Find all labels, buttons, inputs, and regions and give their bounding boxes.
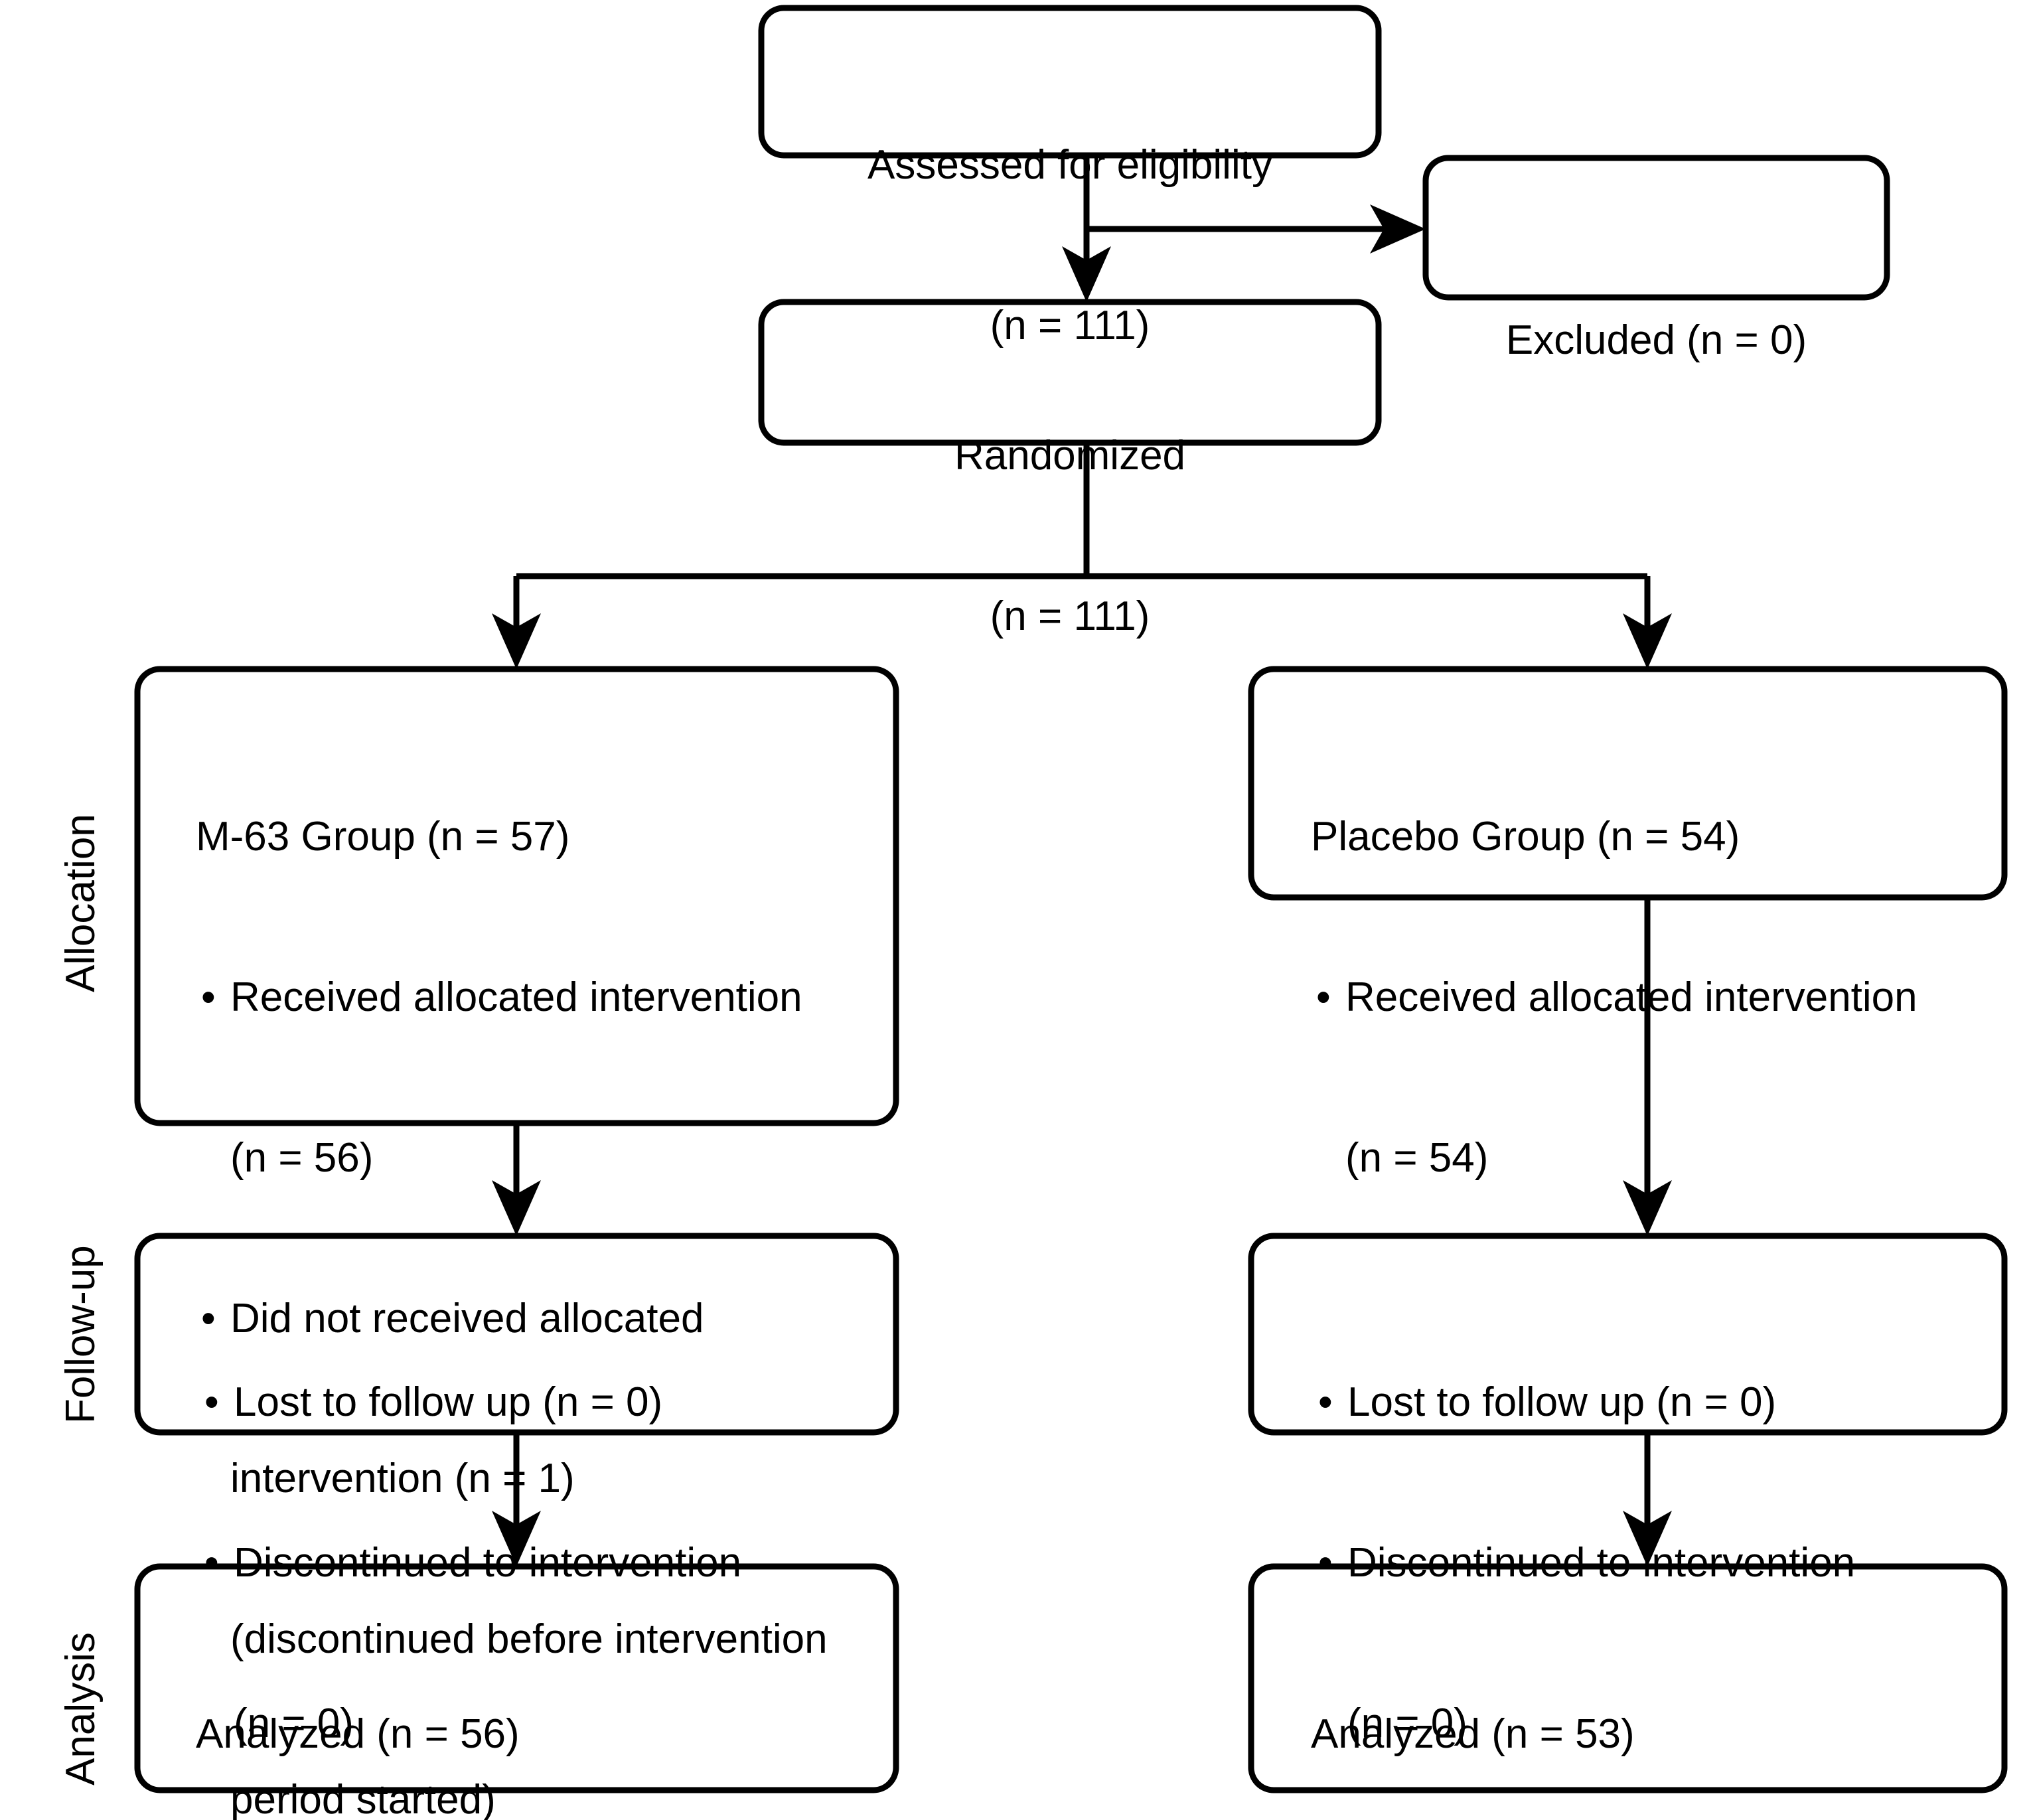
- assessed-line-2: (n = 111): [990, 302, 1150, 348]
- alloc-left-bullet-2-cont-2: (discontinued before intervention: [230, 1616, 828, 1663]
- box-excluded-text: Excluded (n = 0): [1426, 207, 1887, 475]
- follow-right-bullet-1: • Lost to follow up (n = 0): [1313, 1376, 1996, 1430]
- follow-right-bullet-2-cont: (n = 0): [1347, 1700, 1467, 1746]
- randomized-line-1: Randomized: [954, 433, 1186, 479]
- box-followup-right: [1248, 1233, 2008, 1436]
- bullet-icon: •: [1316, 974, 1331, 1020]
- randomized-line-2: (n = 111): [990, 593, 1150, 639]
- arrow-head-assessed-to-randomized: [1062, 246, 1111, 302]
- excluded-line-1: Excluded (n = 0): [1505, 317, 1807, 364]
- stage-label-analysis: Analysis: [58, 1632, 104, 1785]
- box-assessed-for-eligibility: [758, 5, 1382, 159]
- box-excluded: [1422, 155, 1890, 301]
- alloc-left-bullet-2-text: Did not received allocated: [230, 1295, 704, 1341]
- box-randomized: [758, 299, 1382, 446]
- alloc-right-bullet-1-cont: (n = 54): [1345, 1134, 1489, 1181]
- box-analysis-right: [1248, 1563, 2008, 1793]
- arrow-head-allocation-left-to-followup-left: [492, 1180, 541, 1236]
- bullet-icon: •: [1318, 1379, 1333, 1426]
- alloc-right-title: Placebo Group (n = 54): [1311, 814, 1740, 860]
- alloc-right-bullet-1: • Received allocated intervention: [1311, 971, 1994, 1025]
- arrow-head-followup-left-to-analysis-left: [492, 1511, 541, 1566]
- analysis-left-title: Analyzed (n = 56): [196, 1711, 520, 1758]
- box-assessed-text: Assessed for eligibility (n = 111): [761, 32, 1379, 460]
- alloc-left-bullet-1: • Received allocated intervention: [196, 971, 879, 1025]
- box-analysis-left-text: Analyzed (n = 56) •Excluded from analysi…: [196, 1601, 886, 1820]
- arrow-head-assessed-to-excluded: [1370, 204, 1426, 254]
- alloc-left-bullet-1-text: Received allocated intervention: [230, 974, 802, 1020]
- box-allocation-right-text: Placebo Group (n = 54) • Received allocat…: [1311, 704, 1994, 1292]
- box-analysis-left: [134, 1563, 899, 1793]
- follow-left-bullet-2-text: Discontinued to intervention: [234, 1539, 742, 1586]
- alloc-left-bullet-2: • Did not received allocated: [196, 1292, 879, 1346]
- analysis-right-title: Analyzed (n = 53): [1311, 1711, 1635, 1758]
- arrow-head-bus-to-allocation-left: [492, 613, 541, 669]
- follow-left-bullet-2: • Discontinued to intervention: [199, 1537, 883, 1590]
- follow-right-bullet-2-text: Discontinued to intervention: [1347, 1539, 1856, 1586]
- follow-left-bullet-1-text: Lost to follow up (n = 0): [234, 1379, 663, 1426]
- follow-right-bullet-2: • Discontinued to intervention: [1313, 1537, 1996, 1590]
- stage-label-followup: Follow-up: [58, 1245, 104, 1424]
- bullet-icon: •: [204, 1379, 219, 1426]
- arrow-head-bus-to-allocation-right: [1623, 613, 1672, 669]
- follow-right-bullet-1-text: Lost to follow up (n = 0): [1347, 1379, 1777, 1426]
- alloc-left-bullet-1-cont: (n = 56): [230, 1134, 374, 1181]
- arrow-head-allocation-right-to-followup-right: [1623, 1180, 1672, 1236]
- alloc-right-bullet-1-text: Received allocated intervention: [1345, 974, 1917, 1020]
- arrow-head-followup-right-to-analysis-right: [1623, 1511, 1672, 1566]
- alloc-left-bullet-2-cont-1: intervention (n = 1): [230, 1456, 575, 1502]
- bullet-icon: •: [1318, 1539, 1333, 1586]
- box-followup-left-text: • Lost to follow up (n = 0) • Discontinued…: [199, 1269, 883, 1820]
- bullet-icon: •: [201, 974, 216, 1020]
- alloc-left-title: M-63 Group (n = 57): [196, 814, 570, 860]
- assessed-line-1: Assessed for eligibility: [867, 142, 1272, 189]
- box-allocation-right: [1248, 666, 2008, 901]
- box-randomized-text: Randomized (n = 111): [761, 323, 1379, 751]
- alloc-left-bullet-2-cont-3: period started): [230, 1776, 496, 1820]
- box-followup-right-text: • Lost to follow up (n = 0) • Discontinued…: [1313, 1269, 1996, 1820]
- follow-left-bullet-2-cont: (n = 0): [234, 1700, 354, 1746]
- follow-left-bullet-1: • Lost to follow up (n = 0): [199, 1376, 883, 1430]
- box-analysis-right-text: Analyzed (n = 53) •Excluded from analysi…: [1311, 1601, 2001, 1820]
- box-allocation-left-text: M-63 Group (n = 57) • Received allocated …: [196, 704, 879, 1820]
- bullet-icon: •: [201, 1295, 216, 1341]
- stage-label-allocation: Allocation: [58, 814, 104, 992]
- bullet-icon: •: [204, 1539, 219, 1586]
